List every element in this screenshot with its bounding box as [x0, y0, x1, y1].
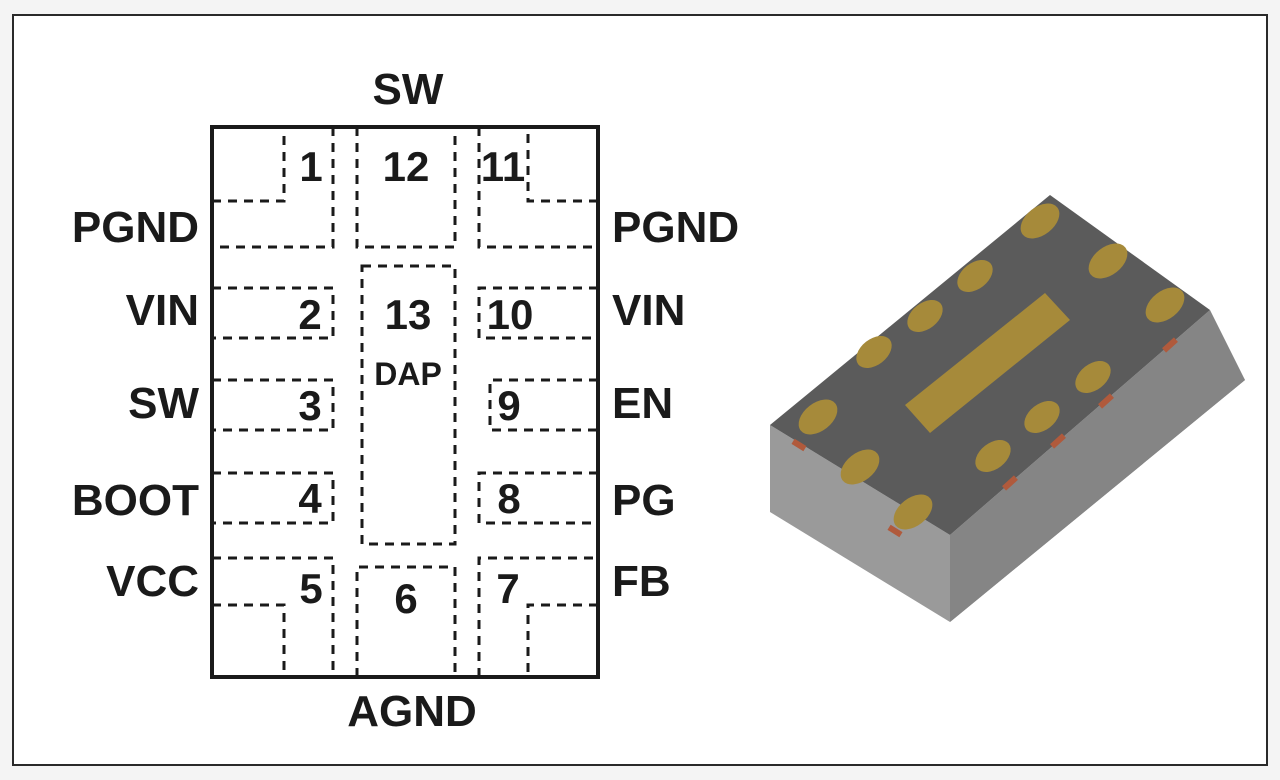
copper-edges [791, 337, 1178, 538]
bottom-label: AGND [347, 687, 477, 736]
pin-number-11: 11 [481, 143, 525, 190]
pin-number-7: 7 [496, 565, 519, 612]
pin-number-5: 5 [299, 565, 322, 612]
left-label-vin: VIN [126, 286, 199, 335]
right-label-pgnd: PGND [612, 203, 739, 252]
left-label-boot: BOOT [72, 476, 199, 525]
pin-number-12: 12 [383, 143, 430, 190]
right-label-fb: FB [612, 557, 671, 606]
left-label-pgnd: PGND [72, 203, 199, 252]
left-label-vcc: VCC [106, 557, 199, 606]
right-label-en: EN [612, 379, 673, 428]
pin-number-10: 10 [487, 291, 534, 338]
dap-label: DAP [374, 356, 442, 392]
pin-number-4: 4 [298, 475, 322, 522]
pin-number-1: 1 [299, 143, 322, 190]
right-label-vin: VIN [612, 286, 685, 335]
pin-number-2: 2 [298, 291, 321, 338]
dap-pad [905, 293, 1070, 433]
pin-number-8: 8 [497, 475, 520, 522]
package-3d-illustration [770, 195, 1245, 622]
pad-outlines [212, 127, 598, 677]
pin-number-13: 13 [385, 291, 432, 338]
left-label-sw: SW [128, 379, 199, 428]
top-label: SW [373, 65, 444, 114]
pin-number-6: 6 [394, 575, 417, 622]
right-label-pg: PG [612, 476, 676, 525]
package-front-side [770, 425, 950, 622]
package-pads [798, 203, 1185, 530]
pin-number-9: 9 [497, 382, 520, 429]
package-right-side [950, 310, 1245, 622]
package-outline [210, 125, 600, 679]
pin-number-3: 3 [298, 382, 321, 429]
